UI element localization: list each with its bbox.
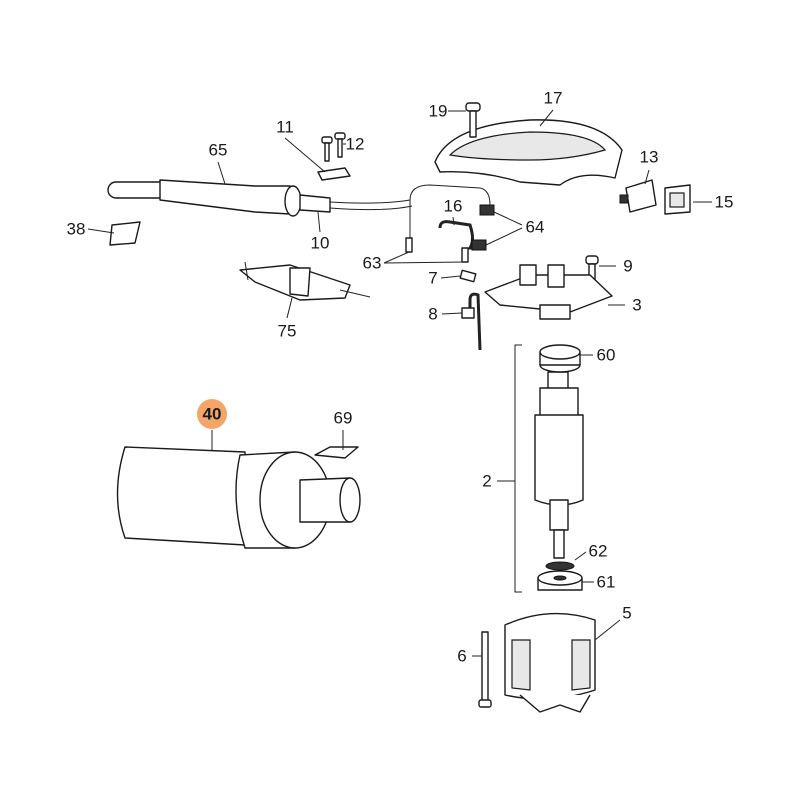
part-17-top-cover[interactable] [434, 119, 623, 186]
callout-12[interactable]: 12 [346, 135, 365, 154]
callout-64[interactable]: 64 [526, 218, 545, 237]
part-61-bearing[interactable] [537, 570, 583, 591]
part-63-terminals[interactable] [405, 237, 469, 263]
callout-6[interactable]: 6 [457, 647, 466, 666]
callout-8[interactable]: 8 [428, 305, 437, 324]
part-60-bearing[interactable] [539, 344, 581, 373]
callout-60[interactable]: 60 [597, 346, 616, 365]
callout-40-highlight [197, 399, 227, 429]
callout-labels: 19 17 11 12 65 13 15 38 10 16 64 63 7 9 … [67, 89, 734, 666]
callout-75[interactable]: 75 [278, 322, 297, 341]
part-65-power-cord[interactable] [107, 179, 491, 245]
part-2-armature[interactable] [514, 344, 584, 593]
callout-61[interactable]: 61 [597, 573, 616, 592]
part-75-bracket[interactable] [239, 261, 371, 301]
part-8-wire-clip[interactable] [461, 292, 482, 351]
part-7-clip[interactable] [459, 269, 477, 283]
part-11-plate[interactable] [317, 167, 351, 181]
callout-9[interactable]: 9 [623, 257, 632, 276]
part-3-brush-holder[interactable] [484, 264, 613, 320]
part-38-label[interactable] [109, 221, 141, 246]
callout-15[interactable]: 15 [715, 193, 734, 212]
callout-10[interactable]: 10 [311, 234, 330, 253]
part-15-button-cap[interactable] [664, 184, 691, 215]
part-62-washer[interactable] [545, 561, 575, 571]
callout-19[interactable]: 19 [429, 102, 448, 121]
callout-38[interactable]: 38 [67, 220, 86, 239]
part-69-label[interactable] [314, 446, 359, 459]
part-19-screw[interactable] [465, 102, 481, 138]
callout-40[interactable]: 40 [203, 405, 222, 424]
callout-11[interactable]: 11 [276, 118, 294, 137]
callout-2[interactable]: 2 [482, 472, 491, 491]
callout-7[interactable]: 7 [428, 269, 437, 288]
callout-13[interactable]: 13 [640, 148, 659, 167]
part-13-switch[interactable] [619, 179, 657, 213]
callout-3[interactable]: 3 [632, 296, 641, 315]
callout-62[interactable]: 62 [589, 542, 608, 561]
callout-65[interactable]: 65 [209, 141, 228, 160]
callout-5[interactable]: 5 [622, 604, 631, 623]
leader-lines [87, 109, 712, 657]
callout-16[interactable]: 16 [444, 197, 463, 216]
callout-63[interactable]: 63 [363, 254, 382, 273]
part-40-motor-housing[interactable] [116, 446, 361, 549]
part-12-screws[interactable] [321, 132, 346, 162]
callout-69[interactable]: 69 [334, 409, 353, 428]
callout-17[interactable]: 17 [544, 89, 563, 108]
part-6-long-screw[interactable] [478, 631, 492, 708]
part-5-stator[interactable] [504, 612, 596, 713]
